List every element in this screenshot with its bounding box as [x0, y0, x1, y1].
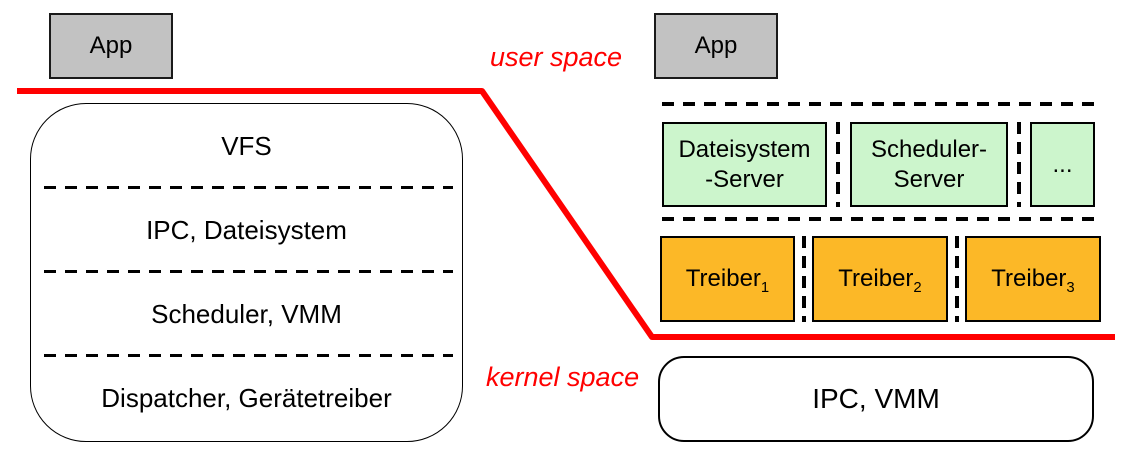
- drivers-top-dashed-line: [662, 217, 1094, 221]
- layer-scheduler-vmm: Scheduler, VMM: [151, 299, 342, 330]
- treiber2-box: Treiber2: [812, 236, 948, 322]
- microkernel-app-label: App: [694, 32, 738, 59]
- treiber3-label: Treiber3: [991, 265, 1075, 296]
- scheduler-server-label: Scheduler- Server: [870, 135, 988, 193]
- scheduler-server-box: Scheduler- Server: [850, 122, 1008, 207]
- kernel-space-label: kernel space: [486, 362, 640, 392]
- treiber2-label: Treiber2: [838, 265, 922, 296]
- monolithic-app-box: App: [49, 13, 173, 79]
- server-separator-line: [836, 122, 840, 207]
- microkernel-app-box: App: [654, 13, 778, 79]
- dateisystem-server-box: Dateisystem -Server: [662, 122, 827, 207]
- treiber1-label: Treiber1: [685, 265, 770, 296]
- treiber3-box: Treiber3: [965, 236, 1101, 322]
- microkernel-kernel-label: IPC, VMM: [812, 383, 940, 414]
- more-servers-label: ...: [1052, 150, 1073, 178]
- servers-top-dashed-line: [662, 102, 1094, 106]
- monolithic-app-label: App: [89, 32, 133, 59]
- microkernel-kernel-box: IPC, VMM: [658, 356, 1094, 442]
- layer-vfs: VFS: [221, 130, 272, 161]
- layer-divider-line: [44, 354, 453, 357]
- treiber1-box: Treiber1: [660, 236, 795, 322]
- layer-divider-line: [44, 186, 453, 189]
- layer-dispatcher-geraetetreiber: Dispatcher, Gerätetreiber: [101, 383, 392, 414]
- more-servers-box: ...: [1030, 122, 1095, 207]
- driver-separator-line: [955, 236, 959, 322]
- driver-separator-line: [802, 236, 806, 322]
- user-space-label: user space: [490, 42, 623, 72]
- server-separator-line: [1017, 122, 1021, 207]
- layer-ipc-dateisystem: IPC, Dateisystem: [146, 214, 347, 245]
- monolithic-kernel-box: VFS IPC, Dateisystem Scheduler, VMM Disp…: [30, 103, 463, 442]
- dateisystem-server-label: Dateisystem -Server: [678, 135, 811, 193]
- layer-divider-line: [44, 270, 453, 273]
